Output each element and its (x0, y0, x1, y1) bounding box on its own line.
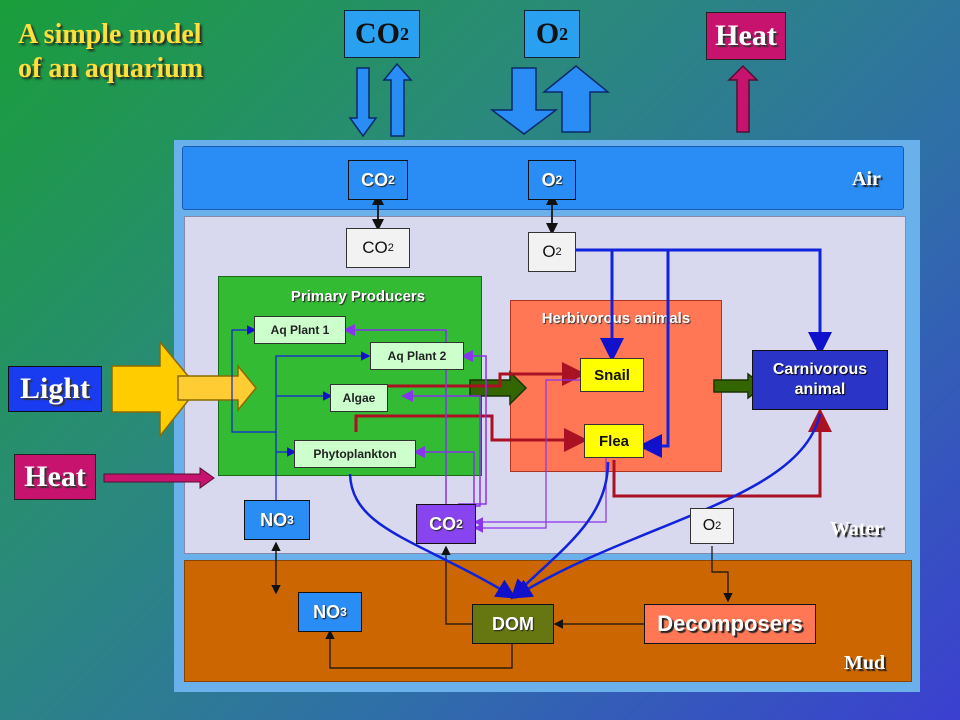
dom-box: DOM (472, 604, 554, 644)
light-label: Light (8, 366, 102, 412)
diagram-title: A simple model of an aquarium (18, 18, 258, 86)
co2-exchange-arrows (348, 62, 413, 138)
top-heat-box: Heat (706, 12, 786, 60)
phytoplankton-box: Phytoplankton (294, 440, 416, 468)
algae-box: Algae (330, 384, 388, 412)
heat-input-label: Heat (14, 454, 96, 500)
heat-in-arrow (103, 467, 215, 489)
title-line-1: A simple model (18, 19, 202, 50)
aq-plant-2-box: Aq Plant 2 (370, 342, 464, 370)
decomposers-box: Decomposers (644, 604, 816, 644)
mud-label: Mud (844, 652, 886, 674)
herbivores-title: Herbivorous animals (541, 310, 691, 327)
light-arrow-small (177, 363, 257, 413)
flea-box: Flea (584, 424, 644, 458)
aq-plant-1-box: Aq Plant 1 (254, 316, 346, 344)
o2-exchange-arrows (489, 65, 611, 135)
snail-box: Snail (580, 358, 644, 392)
heat-out-arrow (727, 64, 759, 133)
primary-producers-title: Primary Producers (290, 288, 426, 305)
producers-to-herbivores-arrow (469, 370, 528, 406)
air-label: Air (852, 168, 881, 190)
title-line-2: of an aquarium (18, 53, 204, 84)
carnivorous-animal-box: Carnivorous animal (752, 350, 888, 410)
light-arrow-big (111, 339, 199, 439)
water-label: Water (830, 518, 884, 540)
